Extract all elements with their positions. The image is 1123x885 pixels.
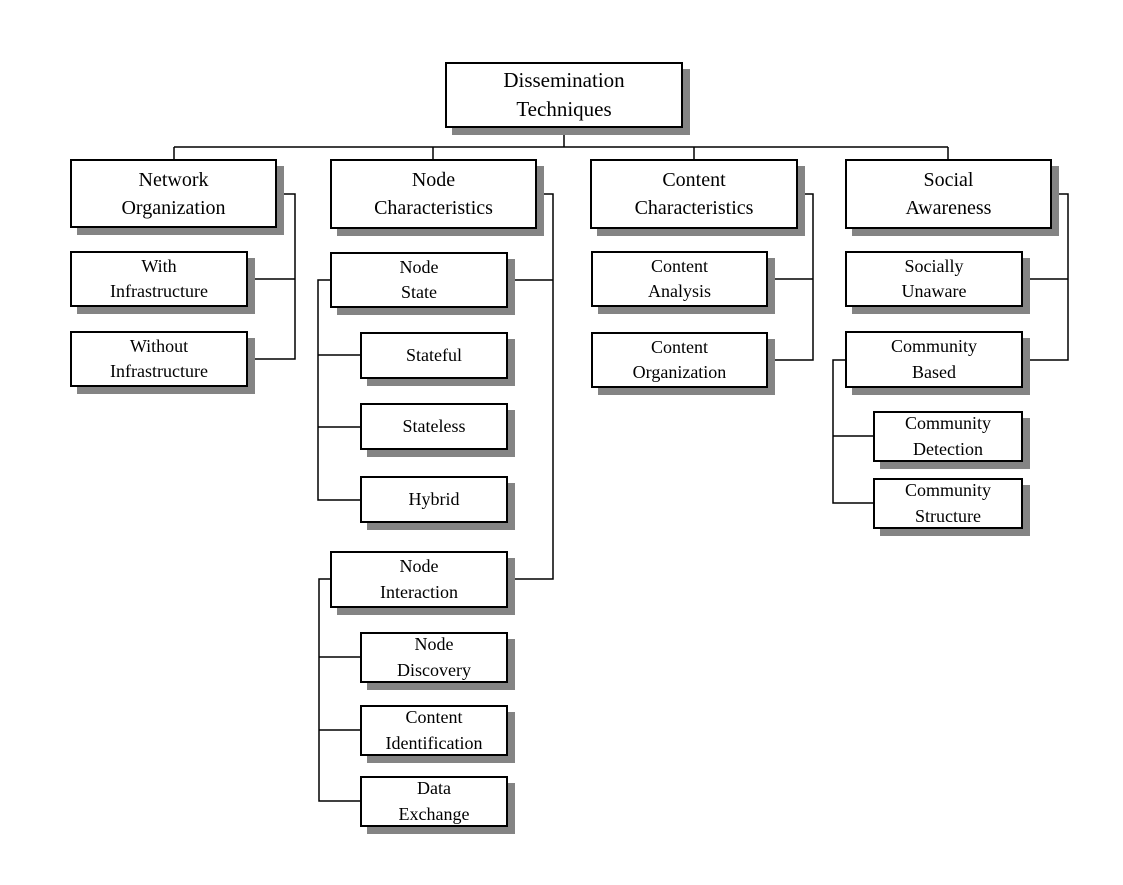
node-content-organization-label: Content Organization	[632, 336, 727, 382]
node-node-state-label: Node State	[399, 256, 439, 302]
node-dissemination-techniques-label: Dissemination Techniques	[503, 67, 625, 121]
node-content-organization: Content Organization	[591, 332, 768, 388]
node-node-interaction: Node Interaction	[330, 551, 508, 608]
connector-social-awareness-children	[1023, 193, 1069, 361]
node-socially-unaware-label: Socially Unaware	[901, 255, 967, 301]
node-with-infrastructure-label: With Infrastructure	[110, 255, 208, 301]
node-without-infrastructure: Without Infrastructure	[70, 331, 248, 387]
connector-node-interaction-children	[318, 578, 360, 802]
node-data-exchange-label: Data Exchange	[398, 778, 470, 824]
node-content-characteristics-label: Content Characteristics	[634, 169, 754, 219]
node-content-analysis-label: Content Analysis	[648, 255, 711, 301]
node-social-awareness-label: Social Awareness	[905, 169, 992, 219]
node-data-exchange: Data Exchange	[360, 776, 508, 827]
node-content-analysis: Content Analysis	[591, 251, 768, 307]
node-stateless: Stateless	[360, 403, 508, 450]
node-community-based: Community Based	[845, 331, 1023, 388]
node-community-structure: Community Structure	[873, 478, 1023, 529]
node-network-organization-label: Network Organization	[121, 168, 226, 219]
node-content-identification: Content Identification	[360, 705, 508, 756]
node-hybrid-label: Hybrid	[408, 488, 460, 509]
connector-node-characteristics-children	[508, 193, 554, 580]
node-node-interaction-label: Node Interaction	[380, 556, 458, 602]
node-with-infrastructure: With Infrastructure	[70, 251, 248, 307]
node-node-discovery: Node Discovery	[360, 632, 508, 683]
node-community-detection-label: Community Detection	[904, 413, 991, 459]
connector-node-state-children	[317, 279, 360, 501]
node-node-state: Node State	[330, 252, 508, 308]
node-dissemination-techniques: Dissemination Techniques	[445, 62, 683, 128]
connector-trunk-level1	[173, 146, 949, 159]
node-content-characteristics: Content Characteristics	[590, 159, 798, 229]
connector-content-characteristics-children	[768, 193, 814, 361]
connector-community-based-children	[832, 359, 873, 504]
connector-network-organization-children	[248, 193, 296, 360]
node-social-awareness: Social Awareness	[845, 159, 1052, 229]
node-node-characteristics: Node Characteristics	[330, 159, 537, 229]
node-stateless-label: Stateless	[402, 415, 466, 436]
node-node-characteristics-label: Node Characteristics	[374, 169, 493, 219]
node-stateful: Stateful	[360, 332, 508, 379]
node-stateful-label: Stateful	[406, 344, 462, 365]
node-community-detection: Community Detection	[873, 411, 1023, 462]
node-community-structure-label: Community Structure	[904, 480, 991, 526]
node-socially-unaware: Socially Unaware	[845, 251, 1023, 307]
node-node-discovery-label: Node Discovery	[397, 634, 471, 680]
node-content-identification-label: Content Identification	[385, 707, 483, 753]
node-network-organization: Network Organization	[70, 159, 277, 228]
node-community-based-label: Community Based	[890, 336, 977, 382]
node-without-infrastructure-label: Without Infrastructure	[110, 335, 208, 381]
node-hybrid: Hybrid	[360, 476, 508, 523]
